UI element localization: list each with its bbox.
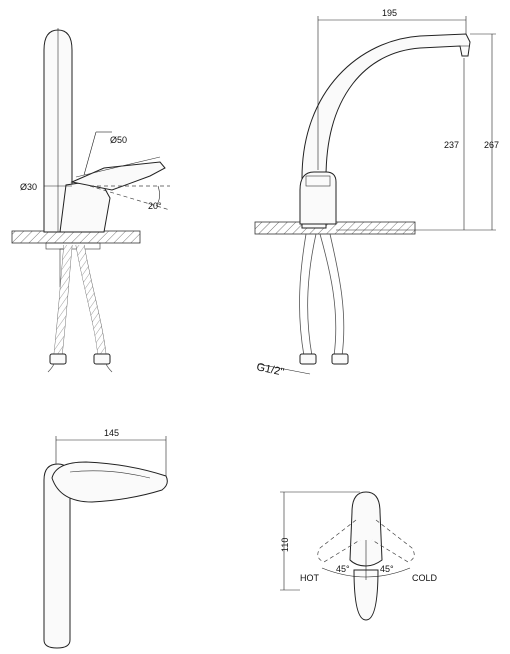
rot-dim-110-text: 110 — [280, 538, 290, 552]
front-handle-cap — [305, 175, 331, 187]
front-hose-fitting-right — [331, 353, 349, 365]
side-dim-20deg-text: 20° — [148, 201, 162, 211]
rotation-view: 110 45° 45° HOT COLD — [280, 491, 438, 621]
front-spout-arc — [301, 33, 471, 229]
side-countertop — [11, 230, 141, 244]
top-dim-145-text: 145 — [104, 428, 119, 438]
front-body — [299, 171, 337, 225]
rot-body — [353, 569, 379, 621]
side-view: Ø50 Ø30 20° — [11, 28, 171, 373]
side-handle-lever — [70, 161, 166, 191]
side-mount-nut — [45, 242, 101, 250]
front-dim-thread-text: G1/2" — [255, 361, 285, 379]
side-dim-d50-line — [83, 131, 97, 176]
top-handle — [51, 461, 168, 503]
front-hose-left — [299, 233, 317, 357]
side-dim-20deg-arc — [155, 185, 160, 207]
side-hose-tail-left — [47, 363, 55, 373]
side-hose-fitting-right — [93, 353, 111, 365]
rot-angle-hot-text: 45° — [336, 564, 350, 574]
rot-handle — [349, 491, 383, 567]
rot-label-hot: HOT — [300, 573, 320, 583]
front-view: 195 237 267 G1/2" — [254, 8, 499, 379]
rot-handle-cold-dashed — [371, 519, 415, 563]
front-hose-fitting-left — [299, 353, 317, 365]
rot-handle-hot-dashed — [317, 519, 361, 563]
side-dim-d30-text: Ø30 — [20, 182, 37, 192]
rot-label-cold: COLD — [412, 573, 438, 583]
top-spout — [43, 463, 71, 649]
top-handle-line — [69, 470, 151, 479]
front-dim-195-text: 195 — [382, 8, 397, 18]
rot-angle-cold-text: 45° — [380, 564, 394, 574]
side-hose-tail-right — [105, 363, 113, 373]
front-dim-237-text: 237 — [444, 140, 459, 150]
front-hose-right — [319, 233, 345, 357]
side-handle-top-line — [75, 156, 161, 178]
front-dim-thread-line — [257, 363, 311, 375]
side-hose-fitting-left — [49, 353, 67, 365]
front-dim-267-text: 267 — [484, 140, 499, 150]
side-dim-d50-text: Ø50 — [110, 135, 127, 145]
top-view: 145 — [43, 428, 168, 649]
